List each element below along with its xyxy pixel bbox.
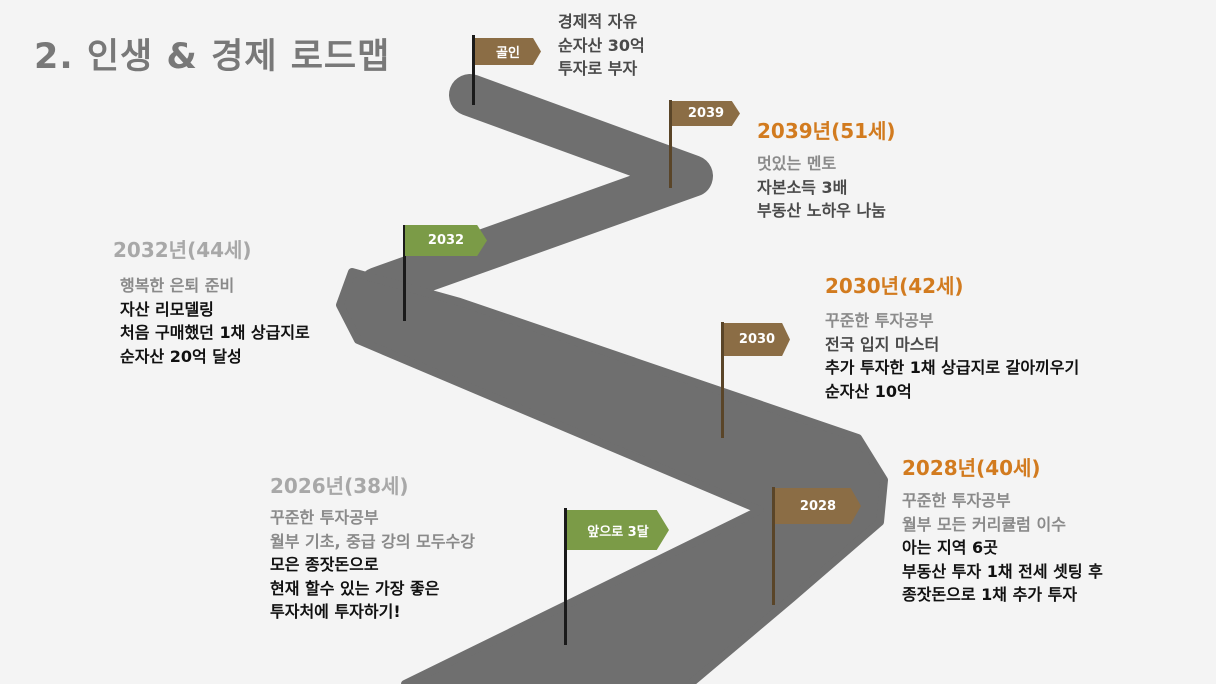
flag-2028: 2028 xyxy=(775,488,861,524)
milestone-line: 부동산 노하우 나눔 xyxy=(757,201,886,220)
goal-line: 투자로 부자 xyxy=(558,59,638,78)
milestone-line: 멋있는 멘토 xyxy=(757,154,837,173)
flag-pole xyxy=(721,322,724,438)
flag-now: 앞으로 3달 xyxy=(567,510,669,550)
milestone-line: 순자산 10억 xyxy=(825,381,912,401)
flag-pole xyxy=(772,487,775,605)
road-lower-segment xyxy=(336,268,888,684)
milestone-goal: 경제적 자유 순자산 30억 투자로 부자 xyxy=(558,10,645,81)
flag-pole xyxy=(472,35,475,105)
milestone-2028-heading: 2028년(40세) xyxy=(902,456,1041,480)
flag-pole xyxy=(564,508,567,645)
milestone-2026: 꾸준한 투자공부 월부 기초, 중급 강의 모두수강 모은 종잣돈으로 현재 할… xyxy=(270,506,475,624)
milestone-2039-heading: 2039년(51세) xyxy=(757,119,896,143)
milestone-line: 꾸준한 투자공부 xyxy=(902,491,1011,510)
milestone-line: 종잣돈으로 1채 추가 투자 xyxy=(902,585,1078,604)
page-title: 2. 인생 & 경제 로드맵 xyxy=(34,37,391,77)
road-upper-segment xyxy=(357,74,713,309)
milestone-line: 처음 구매했던 1채 상급지로 xyxy=(120,323,310,342)
milestone-line: 월부 모든 커리큘럼 이수 xyxy=(902,514,1066,534)
milestone-2030-heading: 2030년(42세) xyxy=(825,274,964,298)
flag-2039: 2039 xyxy=(672,101,740,126)
milestone-line: 추가 투자한 1채 상급지로 갈아끼우기 xyxy=(825,358,1080,377)
milestone-line: 자본소득 3배 xyxy=(757,177,848,197)
milestone-line: 자산 리모델링 xyxy=(120,299,214,319)
milestone-line: 순자산 20억 달성 xyxy=(120,346,242,366)
milestone-2028: 꾸준한 투자공부 월부 모든 커리큘럼 이수 아는 지역 6곳 부동산 투자 1… xyxy=(902,489,1103,607)
milestone-line: 부동산 투자 1채 전세 셋팅 후 xyxy=(902,561,1103,581)
milestone-2030: 꾸준한 투자공부 전국 입지 마스터 추가 투자한 1채 상급지로 갈아끼우기 … xyxy=(825,309,1079,403)
milestone-line: 현재 할수 있는 가장 좋은 xyxy=(270,578,440,598)
flag-pole xyxy=(403,225,406,321)
flag-pole xyxy=(669,100,672,188)
goal-line: 순자산 30억 xyxy=(558,35,645,55)
milestone-line: 월부 기초, 중급 강의 모두수강 xyxy=(270,531,475,551)
goal-line: 경제적 자유 xyxy=(558,12,638,31)
milestone-2032: 행복한 은퇴 준비 자산 리모델링 처음 구매했던 1채 상급지로 순자산 20… xyxy=(120,274,310,368)
flag-goal: 골인 xyxy=(475,38,541,65)
milestone-line: 전국 입지 마스터 xyxy=(825,334,940,354)
milestone-line: 행복한 은퇴 준비 xyxy=(120,276,235,295)
milestone-line: 꾸준한 투자공부 xyxy=(270,508,379,527)
milestone-2039: 멋있는 멘토 자본소득 3배 부동산 노하우 나눔 xyxy=(757,152,886,223)
milestone-line: 모은 종잣돈으로 xyxy=(270,555,379,574)
milestone-line: 아는 지역 6곳 xyxy=(902,538,998,557)
milestone-2032-heading: 2032년(44세) xyxy=(113,238,252,262)
milestone-2026-heading: 2026년(38세) xyxy=(270,474,409,498)
milestone-line: 꾸준한 투자공부 xyxy=(825,311,934,330)
flag-2032: 2032 xyxy=(405,225,487,256)
flag-2030: 2030 xyxy=(724,323,790,356)
milestone-line: 투자처에 투자하기! xyxy=(270,602,401,621)
